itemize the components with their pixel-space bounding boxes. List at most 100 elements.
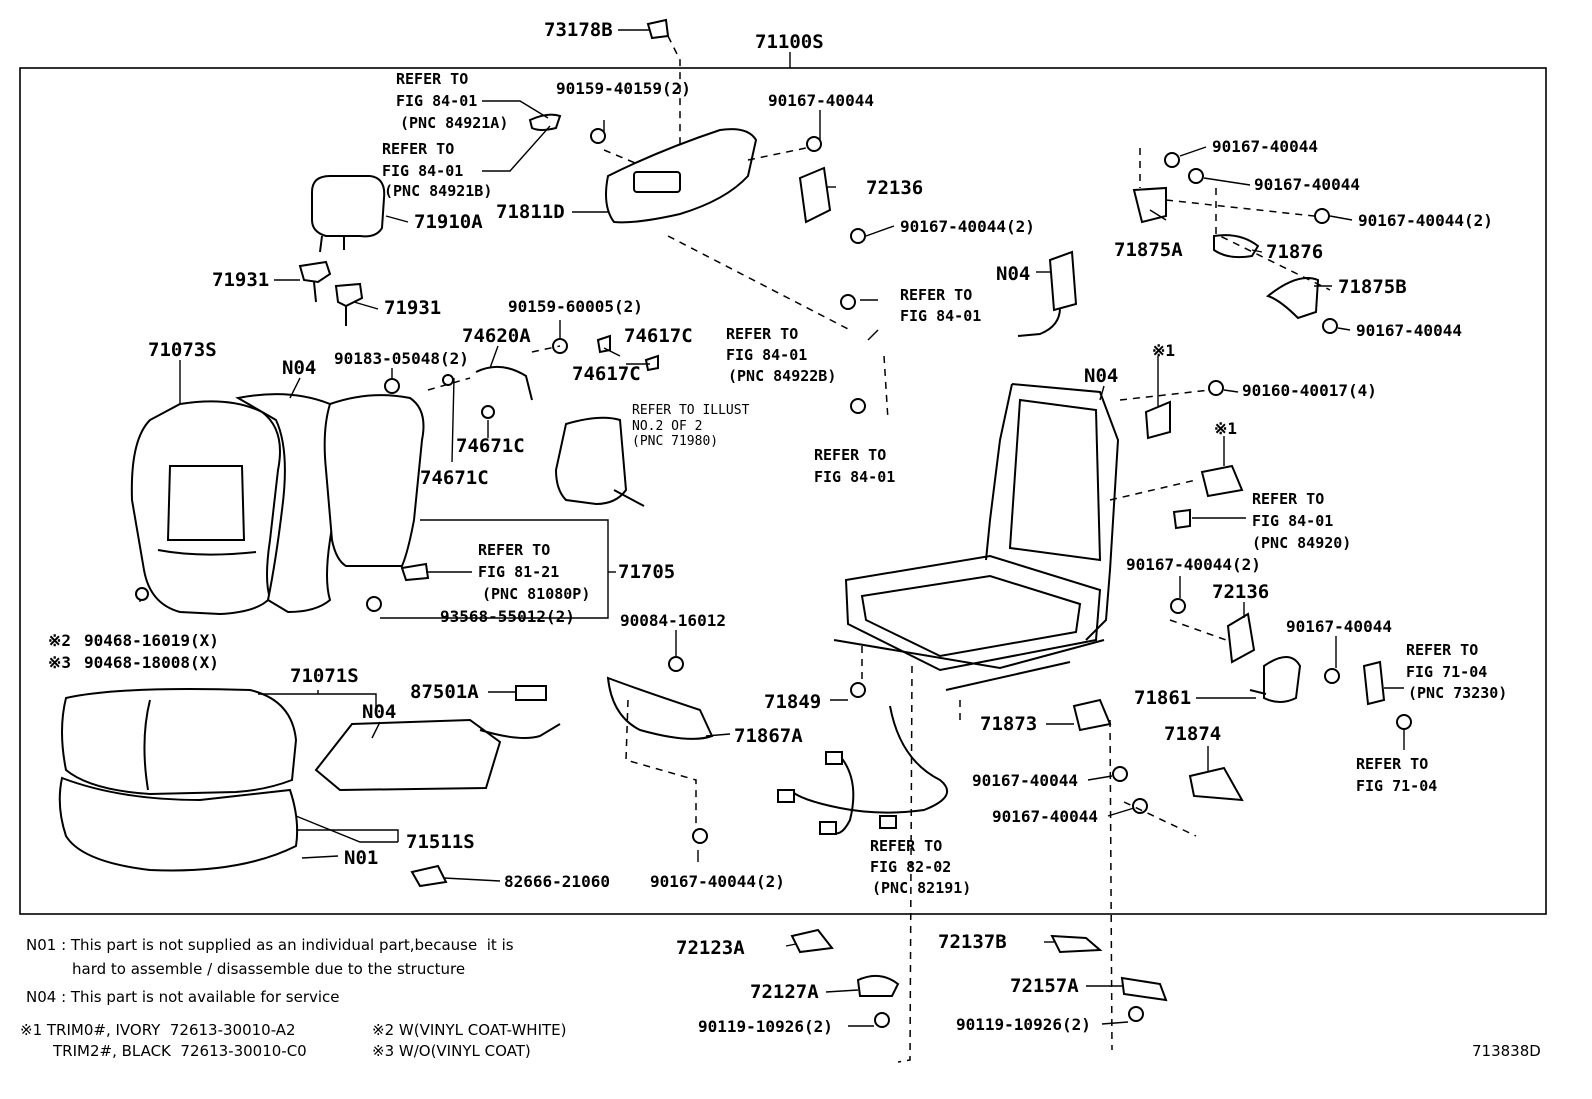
seatback-cover-shape: [130, 400, 281, 616]
svg-text:REFER TO: REFER TO: [1252, 490, 1324, 508]
callout-71867A: 71867A: [734, 725, 803, 747]
svg-text:REFER TO: REFER TO: [900, 286, 972, 304]
svg-text:FIG 71-04: FIG 71-04: [1406, 663, 1487, 681]
callout-87501A: 87501A: [410, 681, 479, 703]
ref-82191: REFER TO FIG 82-02 (PNC 82191): [870, 837, 971, 897]
seat-cushion-cover-shape: [61, 688, 298, 796]
callout-73178B: 73178B: [544, 19, 613, 41]
callout-90167-40044-rr: 90167-40044: [1286, 617, 1392, 636]
callout-90167-40044-2-mid: 90167-40044(2): [900, 217, 1035, 236]
svg-text:(PNC 84922B): (PNC 84922B): [728, 367, 836, 385]
svg-text:FIG 84-01: FIG 84-01: [1252, 512, 1333, 530]
callout-72136-right: 72136: [1212, 581, 1269, 603]
callout-71861: 71861: [1134, 687, 1191, 709]
callout-71931-b: 71931: [384, 297, 441, 319]
svg-text:REFER TO: REFER TO: [382, 140, 454, 158]
callout-71873: 71873: [980, 713, 1037, 735]
callout-72136-top: 72136: [866, 177, 923, 199]
callout-71931-a: 71931: [212, 269, 269, 291]
svg-text:FIG 84-01: FIG 84-01: [814, 468, 895, 486]
diagram-id: 713838D: [1472, 1042, 1541, 1060]
callout-71705: 71705: [618, 561, 675, 583]
seat-heater-mat-shape: [314, 718, 561, 792]
bolt-shapes: [135, 128, 1412, 1028]
svg-text:REFER TO: REFER TO: [814, 446, 886, 464]
callout-72127A: 72127A: [750, 981, 819, 1003]
svg-text:REFER TO ILLUST: REFER TO ILLUST: [632, 403, 750, 418]
callout-72137B: 72137B: [938, 931, 1007, 953]
recliner-knob-shape: [798, 166, 832, 224]
note-n04: N04 : This part is not available for ser…: [26, 988, 340, 1006]
callout-74617C-a: 74617C: [624, 325, 693, 347]
footnote-2: ※2 W(VINYL COAT-WHITE): [372, 1021, 567, 1039]
hinge-cover-shapes: [1132, 186, 1320, 530]
svg-text:REFER TO: REFER TO: [870, 837, 942, 855]
armrest-shape: [554, 416, 645, 507]
ref-81080P: REFER TO FIG 81-21 (PNC 81080P): [478, 541, 590, 603]
callout-71876: 71876: [1266, 241, 1323, 263]
callout-74617C-b: 74617C: [572, 363, 641, 385]
callout-90159-60005: 90159-60005(2): [508, 297, 643, 316]
callout-90160-40017: 90160-40017(4): [1242, 381, 1377, 400]
callout-90084-16012: 90084-16012: [620, 611, 726, 630]
mark-1b: ※1: [1214, 419, 1237, 438]
callout-90468-16019: 90468-16019(X): [84, 631, 219, 650]
ref-84921A: REFER TO FIG 84-01 (PNC 84921A): [396, 70, 508, 132]
svg-text:REFER TO: REFER TO: [396, 70, 468, 88]
footnote-1-line1: ※1 TRIM0#, IVORY 72613-30010-A2: [20, 1021, 296, 1039]
callout-90468-18008: 90468-18008(X): [84, 653, 219, 672]
seatback-board-shape: [323, 394, 425, 567]
callout-90167-40044-2-bot: 90167-40044(2): [650, 872, 785, 891]
callout-71073S: 71073S: [148, 339, 217, 361]
svg-text:REFER TO: REFER TO: [1356, 755, 1428, 773]
handle-shape: [475, 334, 659, 401]
callout-93568-55012: 93568-55012(2): [440, 607, 575, 626]
side-shield-shape: [605, 128, 758, 224]
headrest-shape: [311, 175, 386, 253]
harness-module-shape: [1017, 250, 1078, 337]
svg-text:REFER TO: REFER TO: [478, 541, 550, 559]
leader-lines: [139, 29, 1405, 1027]
ref-illust-71980: REFER TO ILLUST NO.2 OF 2 (PNC 71980): [632, 403, 750, 449]
svg-text:FIG 84-01: FIG 84-01: [726, 346, 807, 364]
callout-N04-back: N04: [282, 357, 316, 379]
callout-71511S: 71511S: [406, 831, 475, 853]
note-n01-line1: N01 : This part is not supplied as an in…: [26, 936, 514, 954]
svg-text:FIG 82-02: FIG 82-02: [870, 858, 951, 876]
footnote-1-line2: TRIM2#, BLACK 72613-30010-C0: [53, 1042, 307, 1060]
svg-text:(PNC 84921A): (PNC 84921A): [400, 114, 508, 132]
callout-82666-21060: 82666-21060: [504, 872, 610, 891]
callout-71849: 71849: [764, 691, 821, 713]
mark-1a: ※1: [1152, 341, 1175, 360]
callout-71811D: 71811D: [496, 201, 565, 223]
callout-71100S: 71100S: [755, 31, 824, 53]
seat-frame-shape: [833, 383, 1120, 691]
svg-text:REFER TO: REFER TO: [726, 325, 798, 343]
svg-text:(PNC 81080P): (PNC 81080P): [482, 585, 590, 603]
ref-71-04: REFER TO FIG 71-04: [1356, 755, 1437, 795]
svg-text:FIG 84-01: FIG 84-01: [382, 162, 463, 180]
callout-90167-40044-2-r3: 90167-40044(2): [1358, 211, 1493, 230]
callout-72157A: 72157A: [1010, 975, 1079, 997]
svg-text:(PNC 73230): (PNC 73230): [1408, 684, 1507, 702]
wire-harness-shape: [777, 705, 949, 835]
ref-84-01-b: REFER TO FIG 84-01: [814, 446, 895, 486]
assembly-frame: [19, 67, 1547, 915]
callout-90167-40044-r1: 90167-40044: [1212, 137, 1318, 156]
assembly-dashed-lines: [427, 35, 1331, 1063]
callout-90119-a: 90119-10926(2): [698, 1017, 833, 1036]
headrest-guide-shape: [298, 260, 364, 326]
seat-cushion-pad-shape: [58, 776, 299, 872]
svg-text:(PNC 82191): (PNC 82191): [872, 879, 971, 897]
small-bracket-shapes: [400, 18, 1168, 1002]
svg-text:(PNC 84920): (PNC 84920): [1252, 534, 1351, 552]
callout-74620A: 74620A: [462, 325, 531, 347]
lower-shield-shape: [606, 676, 714, 740]
ref-84920: REFER TO FIG 84-01 (PNC 84920): [1252, 490, 1351, 552]
ref-73230: REFER TO FIG 71-04 (PNC 73230): [1406, 641, 1507, 702]
svg-text:NO.2 OF 2: NO.2 OF 2: [632, 419, 702, 434]
callout-90167-40044-2-right: 90167-40044(2): [1126, 555, 1261, 574]
bracket-shapes: [1072, 698, 1244, 802]
svg-text:FIG 81-21: FIG 81-21: [478, 563, 559, 581]
